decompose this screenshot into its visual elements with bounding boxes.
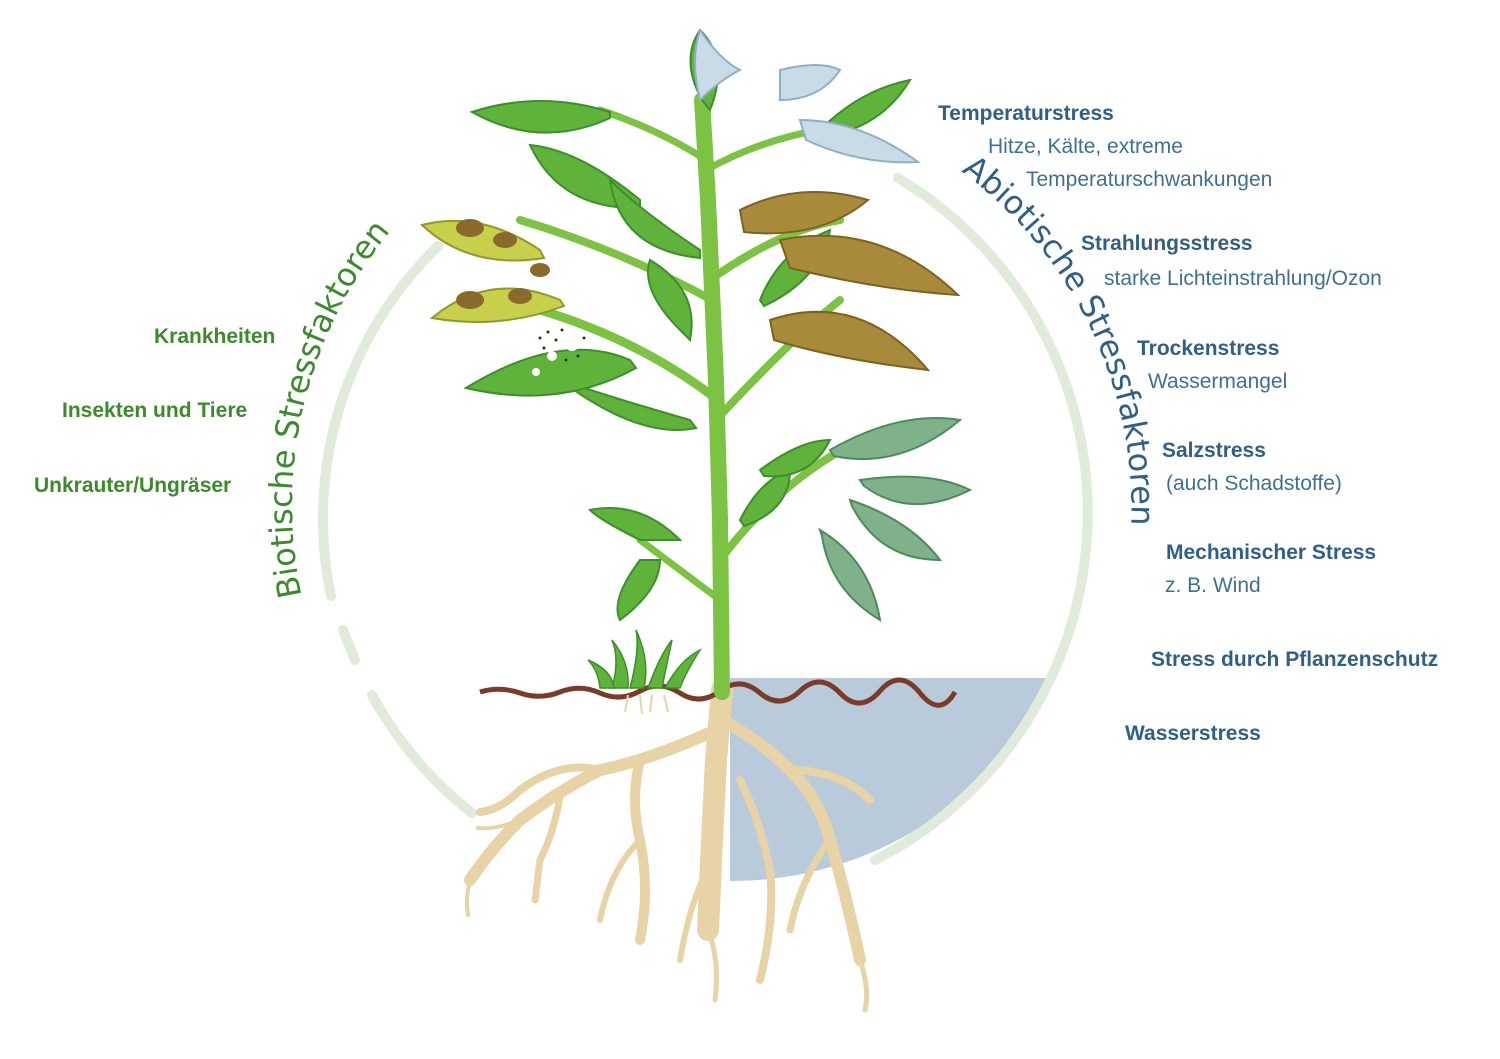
abiotic-heading-water: Wasserstress	[1125, 722, 1261, 745]
weed-grass	[587, 629, 703, 689]
ring-left-upper	[317, 241, 443, 601]
leaf-lower-left-2	[616, 559, 662, 622]
leaf-right-small	[738, 468, 792, 528]
abiotic-detail-mechanical: z. B. Wind	[1165, 574, 1261, 597]
leaf-mid	[608, 177, 701, 260]
biotic-item-diseases: Krankheiten	[154, 325, 276, 348]
biotic-item-weeds: Unkrauter/Ungräser	[34, 474, 232, 497]
frost-leaves	[694, 27, 921, 164]
abiotic-heading-radiation: Strahlungsstress	[1081, 232, 1253, 255]
leaf-upper-left	[469, 100, 611, 134]
biotic-title: Biotische Stressfaktoren	[262, 212, 397, 601]
abiotic-heading-temperature: Temperaturstress	[938, 102, 1114, 125]
leaf-center-right	[758, 438, 832, 478]
wind-leaves	[818, 417, 973, 622]
abiotic-detail-radiation: starke Lichteinstrahlung/Ozon	[1104, 267, 1382, 290]
biotic-item-insects: Insekten und Tiere	[62, 399, 248, 422]
abiotic-detail-drought: Wassermangel	[1148, 370, 1288, 393]
insect-leaf	[463, 328, 638, 397]
abiotic-heading-salt: Salzstress	[1162, 439, 1266, 462]
abiotic-heading-mechanical: Mechanischer Stress	[1166, 541, 1377, 564]
abiotic-detail-salt: (auch Schadstoffe)	[1166, 472, 1342, 495]
leaf-lower-left	[587, 507, 683, 541]
abiotic-heading-plant-protection: Stress durch Pflanzenschutz	[1151, 648, 1439, 671]
roots	[464, 679, 874, 1013]
diseased-leaves	[419, 219, 566, 323]
ring-left-lower	[367, 690, 477, 818]
abiotic-detail-temperature-1: Hitze, Kälte, extreme	[988, 135, 1183, 158]
abiotic-detail-temperature-2: Temperaturschwankungen	[1026, 168, 1273, 191]
abiotic-heading-drought: Trockenstress	[1137, 337, 1280, 360]
abiotic-title: Abiotische Stressfaktoren	[956, 147, 1161, 525]
dry-leaves	[738, 191, 961, 372]
leaf-left-2	[647, 258, 693, 343]
ring-right	[870, 173, 1093, 865]
ring-left-dash	[338, 625, 360, 665]
ring	[317, 173, 1093, 865]
water-area	[730, 678, 1060, 881]
